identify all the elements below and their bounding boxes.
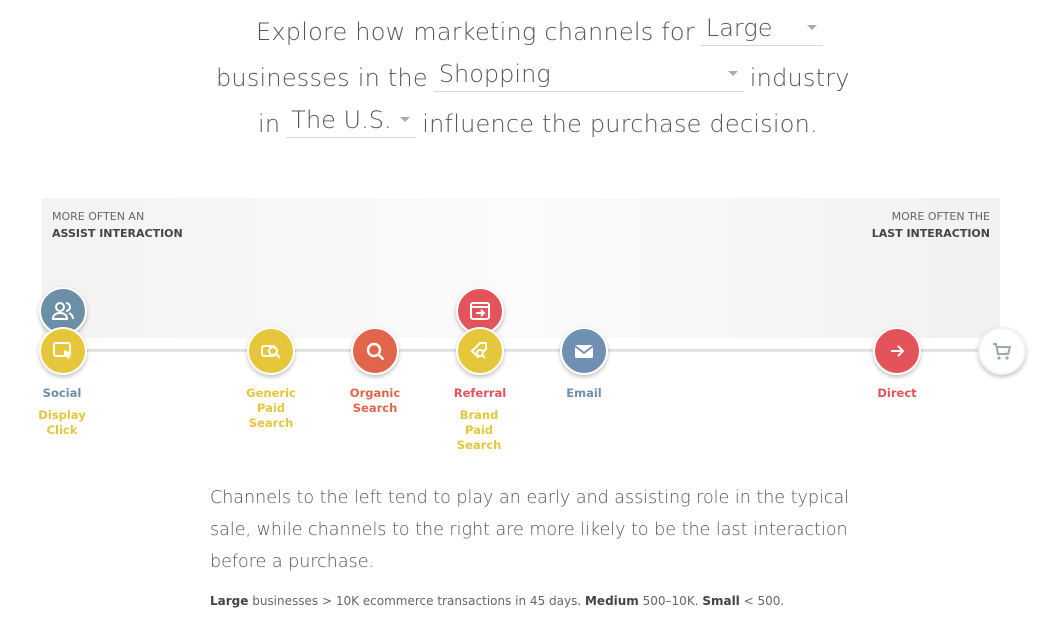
headline-text-2: businesses in the <box>216 64 428 92</box>
business-size-value: Large <box>705 14 773 42</box>
shopping-cart-icon <box>993 343 1012 360</box>
display-node[interactable] <box>39 327 87 375</box>
last-label-top: MORE OFTEN THE <box>891 210 990 223</box>
search-wallet-icon <box>261 345 281 359</box>
chevron-down-icon <box>806 25 817 30</box>
region-dropdown[interactable]: The U.S. <box>286 106 417 138</box>
direct-label: Direct <box>877 386 917 400</box>
generic-paid-search-node[interactable] <box>247 327 295 375</box>
headline-line-3: in The U.S. influence the purchase decis… <box>258 98 818 138</box>
browser-arrow-icon <box>470 302 490 320</box>
last-label: MORE OFTEN THE LAST INTERACTION <box>872 208 990 242</box>
cart-node[interactable] <box>978 327 1026 375</box>
people-icon <box>51 302 74 320</box>
headline-text-1: Explore how marketing channels for <box>256 18 695 46</box>
tag-search-icon <box>470 342 487 359</box>
footnote-medium: Medium <box>584 594 639 608</box>
footnote: Large businesses > 10K ecommerce transac… <box>210 594 784 608</box>
assist-label: MORE OFTEN AN ASSIST INTERACTION <box>52 208 183 242</box>
last-label-bold: LAST INTERACTION <box>871 227 990 240</box>
envelope-icon <box>574 345 594 358</box>
email-node[interactable] <box>560 327 608 375</box>
chevron-down-icon <box>727 71 738 76</box>
business-size-dropdown[interactable]: Large <box>700 14 823 46</box>
explanation-text: Channels to the left tend to play an ear… <box>210 488 850 572</box>
assist-label-bold: ASSIST INTERACTION <box>52 227 183 240</box>
footnote-medium-text: 500–10K. <box>638 594 703 608</box>
headline-text-5: influence the purchase decision. <box>422 110 818 138</box>
cursor-click-icon <box>53 342 71 359</box>
industry-value: Shopping <box>438 60 551 88</box>
footnote-large: Large <box>210 594 249 608</box>
organic-search-label: Organic Search <box>349 386 401 415</box>
organic-search-node[interactable] <box>351 327 399 375</box>
assist-label-top: MORE OFTEN AN <box>52 210 145 223</box>
chevron-down-icon <box>400 117 411 122</box>
footnote-small: Small <box>702 594 740 608</box>
referral-label: Referral <box>453 386 507 400</box>
region-value: The U.S. <box>291 106 392 134</box>
display-click-label: Display Click <box>38 408 86 437</box>
generic-paid-search-label: Generic Paid Search <box>246 386 296 430</box>
timeline-axis <box>58 349 998 352</box>
brand-paid-search-node[interactable] <box>456 327 504 375</box>
interaction-band <box>42 198 1000 338</box>
direct-node[interactable] <box>873 327 921 375</box>
brand-paid-search-label: Brand Paid Search <box>456 408 502 452</box>
magnifier-icon <box>366 342 385 361</box>
arrow-right-icon <box>891 345 905 357</box>
headline-line-2: businesses in the Shopping industry <box>216 52 850 92</box>
headline-text-3: industry <box>749 64 850 92</box>
headline-text-4: in <box>258 110 281 138</box>
industry-dropdown[interactable]: Shopping <box>433 60 744 92</box>
headline-line-1: Explore how marketing channels for Large <box>256 6 829 46</box>
footnote-small-text: < 500. <box>739 594 785 608</box>
footnote-large-text: businesses > 10K ecommerce transactions … <box>248 594 585 608</box>
email-label: Email <box>566 386 602 400</box>
social-label: Social <box>42 386 82 400</box>
